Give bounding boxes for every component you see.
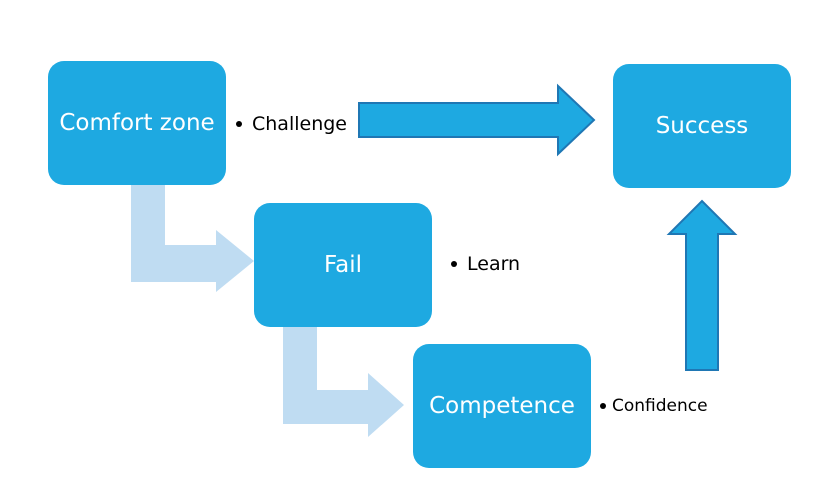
node-success-label: Success	[655, 112, 749, 139]
arrow-challenge-to-success	[358, 83, 596, 157]
node-success: Success	[613, 64, 791, 188]
node-competence: Competence	[413, 344, 591, 468]
arrow-competence-to-success	[666, 199, 738, 371]
annotation-challenge-text: Challenge	[252, 113, 347, 135]
node-fail-label: Fail	[324, 251, 362, 278]
bullet-dot-icon	[600, 403, 606, 409]
arrow-comfort-to-fail	[131, 185, 254, 292]
node-fail: Fail	[254, 203, 432, 327]
annotation-confidence-text: Confidence	[612, 396, 708, 416]
annotation-challenge: Challenge	[236, 113, 347, 135]
arrow-fail-to-competence	[283, 327, 404, 437]
annotation-confidence: Confidence	[600, 396, 708, 416]
node-competence-label: Competence	[429, 392, 575, 419]
annotation-learn-text: Learn	[467, 253, 521, 275]
annotation-learn: Learn	[451, 253, 520, 275]
node-comfort-zone-label: Comfort zone	[59, 109, 215, 136]
node-comfort-zone: Comfort zone	[48, 61, 226, 185]
bullet-dot-icon	[236, 121, 242, 127]
bullet-dot-icon	[451, 261, 457, 267]
